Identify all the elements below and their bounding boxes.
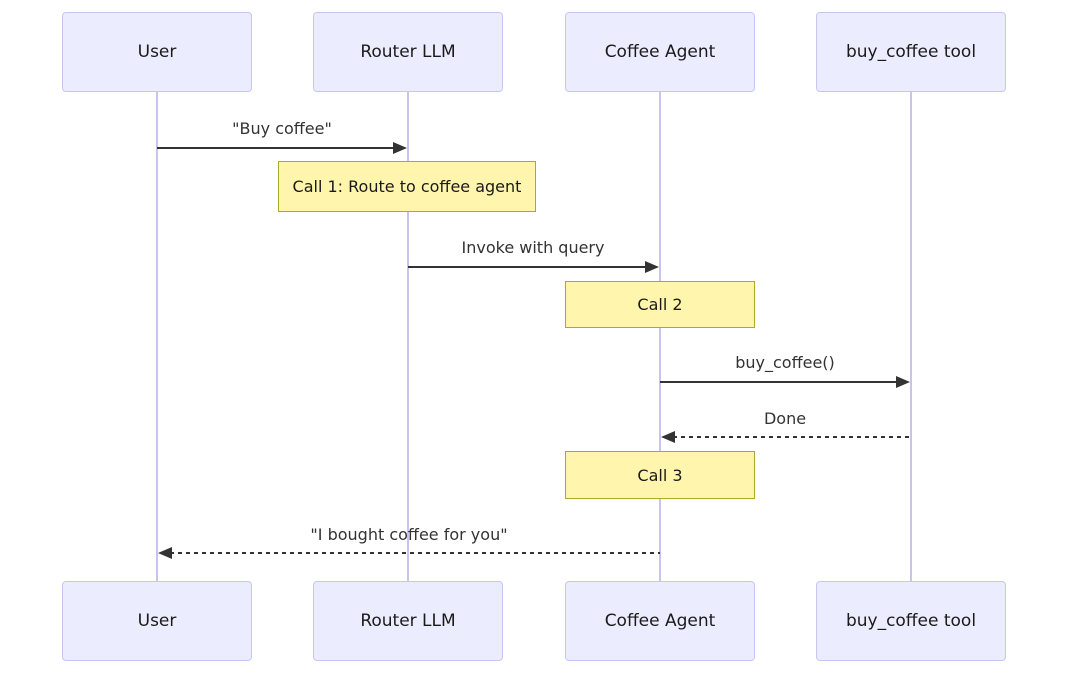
actor-label: Router LLM [360,42,456,62]
message-label-invoke-with-query: Invoke with query [461,238,605,257]
arrowhead-left-icon [158,547,172,559]
note-call-2: Call 2 [565,281,755,328]
actor-top-user: User [62,12,252,92]
message-label-buy-coffee-call: buy_coffee() [735,353,835,372]
lifeline-buy-coffee-tool [910,92,912,581]
actor-label: buy_coffee tool [845,42,977,62]
actor-label: User [137,611,177,631]
actor-label: Coffee Agent [604,611,716,631]
note-label: Call 2 [637,295,683,314]
actor-top-router-llm: Router LLM [313,12,503,92]
actor-bottom-router-llm: Router LLM [313,581,503,661]
message-line-buy-coffee-call [660,381,898,383]
message-label-done: Done [763,409,807,428]
arrowhead-right-icon [645,261,659,273]
message-line-i-bought-coffee [170,552,660,554]
note-label: Call 3 [637,465,683,485]
arrowhead-right-icon [393,142,407,154]
note-label: Call 1: Route to coffee agent [292,177,522,196]
lifeline-user [156,92,158,581]
lifeline-router-llm [407,92,409,581]
note-call-1: Call 1: Route to coffee agent [278,161,536,212]
message-line-invoke-with-query [408,266,647,268]
arrowhead-left-icon [661,431,675,443]
arrowhead-right-icon [896,376,910,388]
actor-label: Router LLM [360,611,456,631]
message-label-buy-coffee: "Buy coffee" [232,119,332,138]
actor-top-buy-coffee-tool: buy_coffee tool [816,12,1006,92]
message-label-i-bought-coffee: "I bought coffee for you" [310,525,508,544]
actor-label: User [137,42,177,62]
actor-bottom-coffee-agent: Coffee Agent [565,581,755,661]
actor-bottom-buy-coffee-tool: buy_coffee tool [816,581,1006,661]
note-call-3: Call 3 [565,451,755,499]
message-line-buy-coffee [157,147,395,149]
actor-label: buy_coffee tool [845,611,977,631]
actor-bottom-user: User [62,581,252,661]
message-line-done [673,436,910,438]
lifeline-coffee-agent [659,92,661,581]
actor-top-coffee-agent: Coffee Agent [565,12,755,92]
actor-label: Coffee Agent [604,42,716,62]
